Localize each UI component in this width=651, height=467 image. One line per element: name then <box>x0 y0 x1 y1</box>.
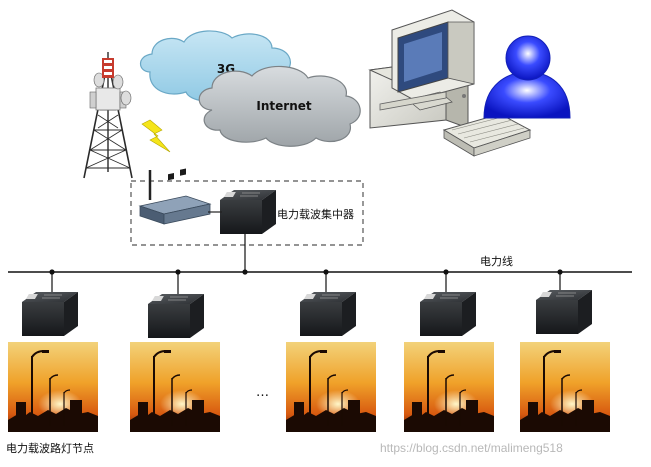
cloud-internet: Internet <box>198 65 361 147</box>
gprs-modem-icon <box>138 168 212 225</box>
nodes-ellipsis: … <box>256 385 269 400</box>
street-lamp-photo-5 <box>519 341 611 433</box>
wireless-signal-icon <box>141 119 171 153</box>
power-line-label: 电力线 <box>480 254 513 268</box>
watermark-text: https://blog.csdn.net/malimeng518 <box>380 441 563 455</box>
street-lamp-photo-1 <box>7 341 99 433</box>
cell-tower-icon <box>83 52 133 179</box>
user-icon <box>483 35 571 119</box>
node-device-4 <box>419 291 477 337</box>
computer-icon <box>368 9 532 157</box>
node-device-1 <box>21 291 79 337</box>
node-device-5 <box>535 289 593 335</box>
cloud-internet-label: Internet <box>256 99 311 113</box>
street-lamp-photo-3 <box>285 341 377 433</box>
street-lamp-photo-4 <box>403 341 495 433</box>
nodes-label: 电力载波路灯节点 <box>6 442 94 455</box>
concentrator-group <box>130 180 364 246</box>
street-lamp-photo-2 <box>129 341 221 433</box>
junctions <box>49 269 563 296</box>
concentrator-device <box>219 189 277 235</box>
node-device-3 <box>299 291 357 337</box>
node-device-2 <box>147 293 205 339</box>
concentrator-label: 电力载波集中器 <box>277 207 354 221</box>
